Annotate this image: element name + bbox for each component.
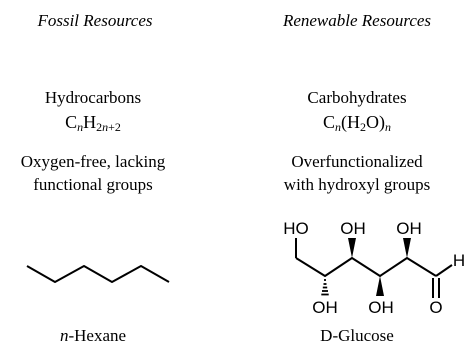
aldehyde-hydrogen-label: H <box>453 251 465 270</box>
hashed-bond <box>321 279 329 296</box>
glucose-name: D-Glucose <box>320 326 394 345</box>
hydroxyl-label-c4: OH <box>340 219 366 238</box>
wedge-bond <box>403 238 411 258</box>
carbohydrate-formula: Cn(H2O)n <box>322 112 392 134</box>
hydroxyl-label-c6: HO <box>283 219 309 238</box>
hexane-skeleton <box>26 265 170 283</box>
fossil-desc-line1: Oxygen-free, lacking <box>20 152 166 171</box>
carbonyl-oxygen-label: O <box>429 298 442 317</box>
renewable-class-name: Carbohydrates <box>307 88 407 107</box>
fossil-heading: Fossil Resources <box>37 11 153 30</box>
renewable-desc-line2: with hydroxyl groups <box>283 175 431 194</box>
hydroxyl-label-c3: OH <box>368 298 394 317</box>
hydrocarbon-formula: CnH2n+2 <box>65 112 121 134</box>
hydroxyl-label-c5: OH <box>312 298 338 317</box>
wedge-bond <box>348 238 356 258</box>
wedge-bond <box>376 276 384 296</box>
hydroxyl-label-c2: OH <box>396 219 422 238</box>
glucose-structure: HO OH OH OH OH O H <box>283 219 465 317</box>
renewable-heading: Renewable Resources <box>282 11 432 30</box>
hexane-name: n-Hexane <box>59 326 127 345</box>
fossil-class-name: Hydrocarbons <box>44 88 142 107</box>
fossil-desc-line2: functional groups <box>33 175 153 194</box>
renewable-desc-line1: Overfunctionalized <box>291 152 423 171</box>
